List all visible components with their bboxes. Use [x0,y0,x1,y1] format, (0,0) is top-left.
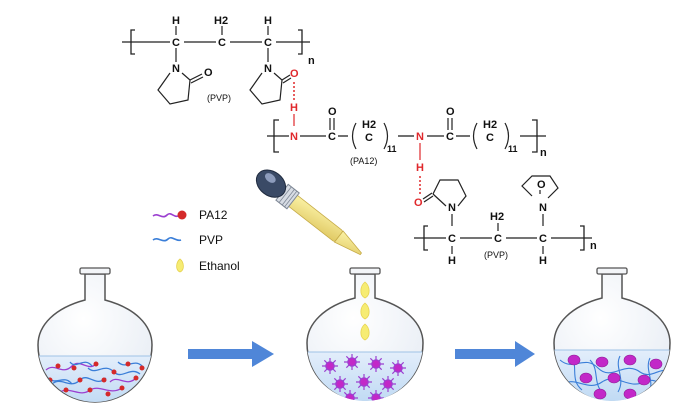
pyrrolidone-ring [432,179,467,207]
pyrrolidone-ring [157,72,191,105]
atom-o: O [204,67,213,79]
atom-c: C [539,233,547,245]
atom-c: C [448,233,456,245]
h2-label: H2 [362,119,376,131]
pa12-aggregate [380,376,396,392]
pvp-top-label: (PVP) [207,93,231,103]
aggregated-particles [322,354,406,401]
pa12-chain-icon [152,212,179,218]
legend-item-pa12: PA12 [152,208,228,222]
legend-label-pvp: PVP [199,233,223,247]
atom-c: C [494,233,502,245]
flask-icon-3 [553,267,671,401]
pa12-aggregate [368,390,384,401]
arrow-right-icon-2 [455,341,535,367]
pa12-particle [579,372,593,384]
pa12-aggregate [322,358,338,374]
pa12-aggregate [342,390,358,401]
legend: PA12 PVP Ethanol [152,208,240,273]
hydrogen-bond-top: H [290,82,298,126]
pvp-top-structure: C C C H H2 H n N O (PVP) N O [122,15,315,105]
pa12-particles [567,354,663,400]
atom-h-red: H [416,162,424,174]
pa12-particle [623,388,637,400]
atom-o: O [328,106,337,118]
pa12-particle [637,374,651,386]
pa12-aggregate [356,374,372,390]
pa12-aggregate [390,360,406,376]
atom-o-red: O [414,197,423,209]
atom-o-red: O [290,68,299,80]
pa12-bead-icon [177,210,187,220]
hydrogen-bond-bottom: H [416,143,424,195]
atom-c: C [172,37,180,49]
atom-n-red: N [290,131,298,143]
atom-o: O [446,106,455,118]
pa12-beads [47,361,145,397]
subscript-11: 11 [508,144,518,154]
legend-label-ethanol: Ethanol [199,259,240,273]
pvp-bottom-label: (PVP) [484,250,508,260]
atom-n: N [264,63,272,75]
atom-c: C [365,132,373,144]
atom-c: C [328,131,336,143]
pa12-particle [649,358,663,370]
h2-label: H2 [214,15,228,27]
atom-o: O [537,179,546,191]
pyrrolidone-ring [521,175,559,199]
pa12-particle [607,372,621,384]
flask-icon-1 [37,267,153,403]
atom-n-red: N [416,131,424,143]
atom-c: C [264,37,272,49]
pvp-chain-icon [152,236,182,242]
pa12-particle [595,356,609,368]
subscript-n: n [308,55,315,67]
ethanol-drop-icon [360,302,370,320]
atom-h: H [539,255,547,267]
legend-item-pvp: PVP [152,233,223,247]
atom-h: H [264,15,272,27]
legend-label-pa12: PA12 [199,208,228,222]
arrow-right-icon-1 [188,341,274,367]
pa12-particle [623,354,637,366]
pipette-icon [255,169,362,256]
atom-h: H [172,15,180,27]
subscript-n: n [590,240,597,252]
pa12-aggregate [332,376,348,392]
ethanol-drop-icon [360,323,370,341]
ethanol-drop-icon [360,281,370,299]
subscript-n: n [540,147,547,159]
ethanol-drops [360,281,370,341]
pa12-label: (PA12) [350,156,377,166]
atom-c: C [446,131,454,143]
atom-n: N [448,202,456,214]
pa12-particle [593,388,607,400]
atom-h-red: H [290,102,298,114]
atom-n: N [172,63,180,75]
pa12-aggregate [368,356,384,372]
pvp-bottom-structure: O N O N C C C H2 H H (PVP) n [414,175,597,267]
atom-n: N [539,202,547,214]
pyrrolidone-ring [249,72,283,105]
pa12-aggregate [344,354,360,370]
atom-h: H [448,255,456,267]
h2-label: H2 [490,211,504,223]
legend-item-ethanol: Ethanol [176,258,240,273]
pa12-structure: N C O H2 C 11 N C O H2 C 11 n (PA12) [267,106,547,166]
atom-c: C [486,132,494,144]
h2-label: H2 [483,119,497,131]
subscript-11: 11 [387,144,397,154]
pa12-particle [567,354,581,366]
atom-c: C [218,37,226,49]
flask-icon-2 [306,267,424,401]
ethanol-drop-icon [176,258,184,273]
